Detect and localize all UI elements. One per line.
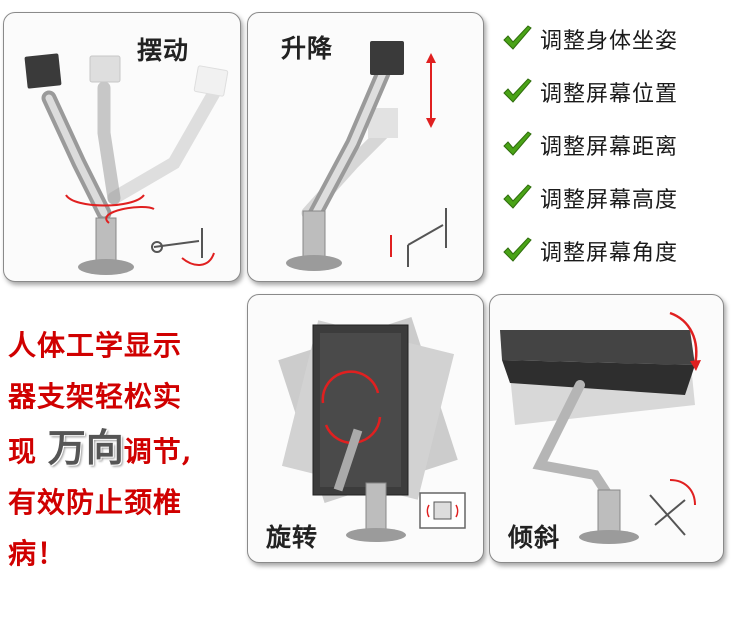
headline-line-3: 现 万向调节, (8, 422, 243, 477)
feature-label: 调整屏幕位置 (540, 81, 679, 107)
headline-line-4: 有效防止颈椎 (8, 486, 183, 519)
headline-line-1: 人体工学显示 (8, 329, 183, 362)
headline-emphasis: 万向 (47, 425, 124, 470)
swing-panel: 摆动 (3, 12, 241, 282)
headline-line-3-pre: 现 (8, 435, 38, 468)
check-icon (503, 24, 532, 50)
feature-label: 调整身体坐姿 (540, 28, 679, 54)
check-icon (503, 77, 532, 103)
feature-label: 调整屏幕距离 (540, 134, 679, 160)
feature-item: 调整屏幕距离 (500, 118, 740, 171)
lift-illustration (286, 41, 447, 271)
feature-item: 调整屏幕高度 (500, 171, 740, 224)
headline-line-3-post: 调节, (123, 435, 193, 468)
lift-panel: 升降 (247, 12, 484, 282)
check-icon (503, 130, 532, 156)
swing-title: 摆动 (137, 36, 190, 65)
check-icon (503, 236, 532, 262)
rotate-title: 旋转 (266, 523, 319, 552)
headline-line-5: 病！ (8, 537, 67, 570)
promo-headline: 人体工学显示 器支架轻松实 现 万向调节, 有效防止颈椎 病！ (8, 320, 243, 579)
lift-title: 升降 (281, 34, 334, 63)
feature-item: 调整屏幕角度 (500, 224, 740, 277)
check-icon (503, 183, 532, 209)
rotate-panel: 旋转 (247, 294, 484, 563)
tilt-illustration (500, 311, 701, 544)
swing-illustration (24, 53, 229, 275)
feature-item: 调整身体坐姿 (500, 12, 740, 65)
tilt-panel: 倾斜 (489, 294, 724, 563)
feature-list: 调整身体坐姿 调整屏幕位置 调整屏幕距离 调整屏幕高度 调整屏幕角度 (500, 12, 740, 277)
feature-item: 调整屏幕位置 (500, 65, 740, 118)
feature-label: 调整屏幕角度 (540, 240, 679, 266)
rotate-illustration (278, 317, 466, 542)
tilt-title: 倾斜 (508, 523, 561, 552)
feature-label: 调整屏幕高度 (540, 187, 679, 213)
headline-line-2: 器支架轻松实 (8, 380, 183, 413)
